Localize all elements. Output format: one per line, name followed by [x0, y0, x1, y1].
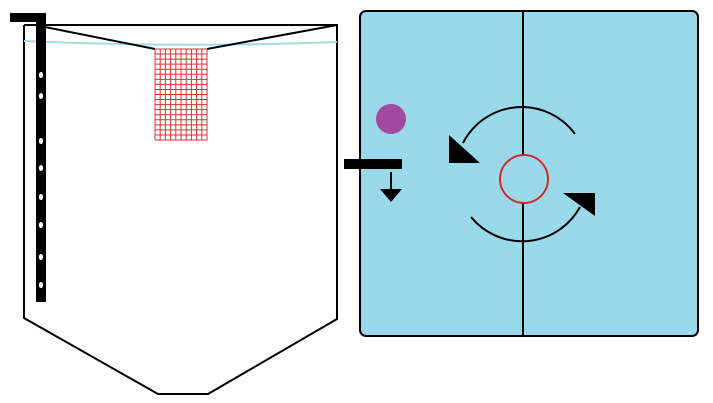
left-tank [10, 13, 338, 395]
probe-hole [38, 165, 44, 171]
arc-bottom [470, 206, 581, 243]
probe-hole [38, 194, 44, 200]
probe-hole [38, 93, 44, 99]
mesh-grid [154, 48, 208, 141]
arrow-down-icon [380, 172, 402, 202]
water-line [23, 40, 338, 46]
arrowhead-bottom [563, 193, 595, 216]
inlet-bar [344, 159, 402, 169]
probe [10, 13, 46, 302]
arrowhead-top [449, 135, 480, 163]
probe-hole [38, 282, 44, 288]
rotation-arrows-icon [449, 106, 595, 243]
funnel-left [44, 26, 156, 50]
funnel-right [206, 24, 338, 50]
right-basin [344, 10, 699, 337]
arc-top [462, 106, 576, 144]
particle [376, 104, 406, 134]
probe-hole [38, 222, 44, 228]
probe-shaft [36, 13, 46, 302]
probe-hole [38, 72, 44, 78]
probe-hole [38, 138, 44, 144]
probe-hole [38, 254, 44, 260]
probe-top-bar [10, 13, 46, 22]
center-ring [499, 154, 549, 204]
